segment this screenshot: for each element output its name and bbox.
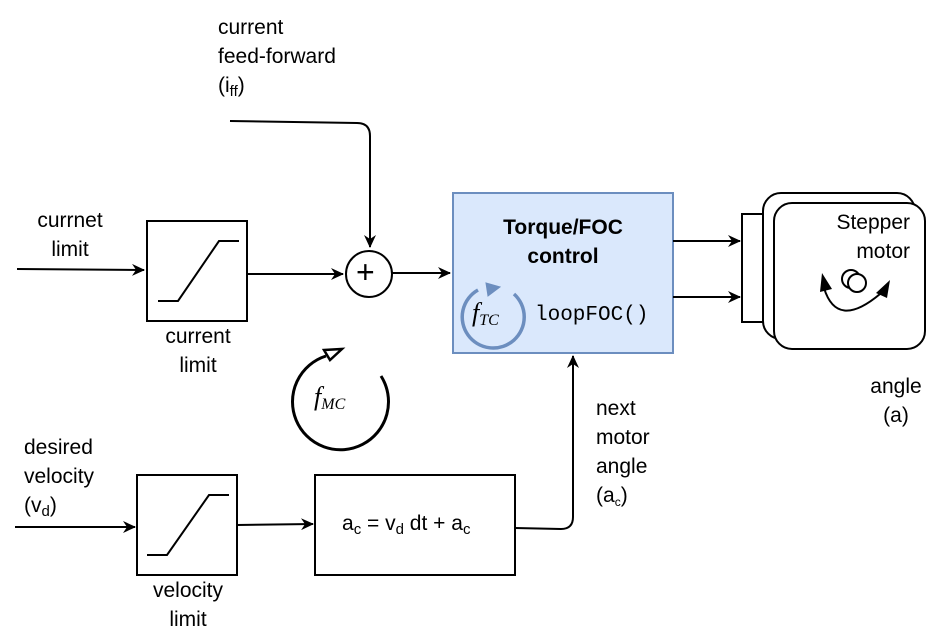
symbol-prefix: (i [218, 74, 230, 97]
symbol-prefix: (a [596, 484, 615, 507]
eq-rhs-sub: c [462, 521, 471, 538]
eq-equals-v: = v [361, 512, 396, 535]
current-limit-caption-line1: current [165, 325, 231, 348]
current-limit-input-connector [16, 263, 145, 276]
symbol-sub: c [614, 495, 621, 509]
symbol-suffix: ) [620, 484, 628, 507]
foc-title: Torque/FOC control [453, 213, 673, 271]
desired-velocity-line1: desired [24, 436, 93, 459]
symbol-sub: d [41, 503, 50, 520]
fmc-loop-icon [291, 354, 390, 452]
current-limit-input-line2: limit [51, 238, 89, 261]
next-angle-line1: next [596, 397, 636, 420]
next-angle-line2: motor [596, 426, 650, 449]
current-limit-caption: current limit [147, 322, 249, 380]
ftc-symbol: f [472, 298, 480, 327]
rotation-icon [820, 269, 890, 312]
ftc-loop-icon [460, 288, 526, 350]
velocity-limit-caption-line1: velocity [152, 579, 224, 602]
output-angle-line2: (a) [883, 404, 909, 427]
symbol-suffix: ) [237, 74, 245, 97]
velocity-limit-caption-line2: limit [169, 608, 207, 631]
eq-v-sub: d [395, 521, 404, 538]
symbol-prefix: (v [24, 494, 42, 517]
next-angle-symbol: (ac) [596, 481, 650, 510]
current-limit-input-line1: currnet [37, 209, 103, 232]
velocity-limit-caption: velocity limit [137, 576, 239, 634]
desired-velocity-symbol: (vd) [24, 491, 94, 520]
feed-forward-connector [229, 120, 376, 248]
motor-label-line1: Stepper [836, 211, 910, 234]
output-angle-line1: angle [870, 375, 922, 398]
velocity-to-integrator-connector [236, 518, 314, 531]
feed-forward-line1: current [218, 16, 284, 39]
summer-symbol: + [356, 254, 375, 290]
ftc-label: fTC [472, 298, 499, 329]
angle-integrator-equation: ac = vd dt + ac [342, 509, 470, 538]
angle-integrator-block [314, 474, 516, 576]
next-angle-label: next motor angle (ac) [596, 394, 650, 510]
loopfoc-function: loopFOC() [535, 304, 649, 327]
current-limit-block [146, 220, 248, 322]
integrator-to-foc-connector [514, 355, 579, 531]
foc-title-line1: Torque/FOC [503, 216, 623, 239]
feed-forward-symbol: (iff) [218, 71, 336, 100]
feed-forward-label: current feed-forward (iff) [218, 13, 336, 100]
symbol-suffix: ) [49, 494, 57, 517]
fmc-sub: MC [321, 396, 346, 413]
motor-label-line2: motor [856, 240, 910, 263]
fmc-symbol: f [314, 382, 322, 411]
motor-label: Stepper motor [800, 208, 910, 266]
eq-mid: dt + a [403, 512, 463, 535]
next-angle-line3: angle [596, 455, 648, 478]
saturation-icon [158, 240, 239, 302]
eq-lhs-sub: c [353, 521, 362, 538]
ftc-sub: TC [479, 312, 499, 329]
desired-velocity-line2: velocity [24, 465, 95, 488]
output-angle-label: angle (a) [858, 372, 934, 430]
desired-velocity-label: desired velocity (vd) [24, 433, 94, 520]
symbol-sub: ff [229, 83, 238, 100]
current-limit-caption-line2: limit [179, 354, 217, 377]
foc-control-block [452, 192, 674, 354]
current-limit-input-label: currnet limit [20, 206, 120, 264]
foc-title-line2: control [527, 245, 599, 268]
eq-lhs: a [342, 512, 354, 535]
saturation-icon [147, 494, 229, 556]
fmc-label: fMC [314, 382, 346, 413]
feed-forward-line2: feed-forward [218, 45, 336, 68]
